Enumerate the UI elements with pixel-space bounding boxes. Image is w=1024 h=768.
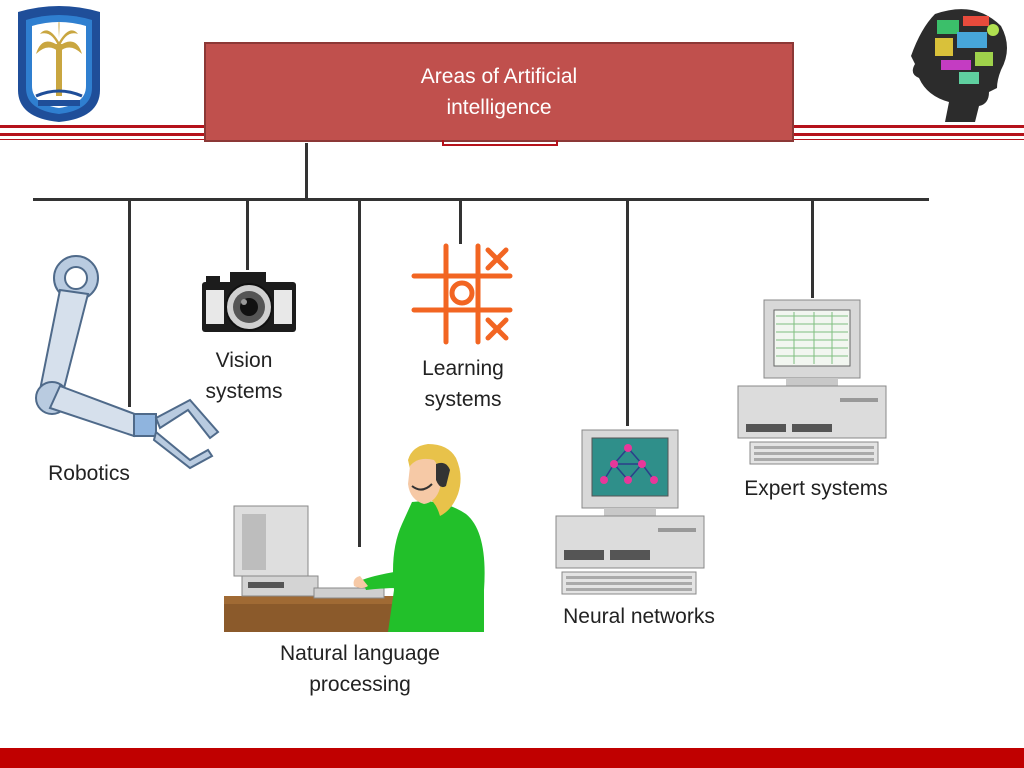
connector-neural — [626, 200, 629, 426]
footer-bar — [0, 748, 1024, 768]
label-expert-systems: Expert systems — [744, 477, 888, 500]
connector-nlp — [358, 200, 361, 547]
connector-bus — [33, 198, 929, 201]
ai-head-logo — [911, 9, 1007, 123]
connector-robotics — [128, 200, 131, 407]
robot-arm-icon — [35, 255, 220, 470]
label-robotics: Robotics — [48, 462, 130, 485]
expert-computer-icon — [737, 299, 887, 465]
label-vision-systems: Vision systems — [205, 349, 283, 403]
university-logo — [18, 6, 100, 122]
title-box: Areas of Artificial intelligence — [204, 42, 794, 142]
connector-expert — [811, 200, 814, 298]
connector-trunk — [305, 143, 308, 200]
label-neural-networks: Neural networks — [563, 605, 715, 628]
title-bracket — [442, 140, 558, 146]
camera-icon — [202, 272, 296, 332]
connector-vision — [246, 200, 249, 270]
neural-computer-icon — [555, 429, 705, 595]
tic-tac-toe-icon — [411, 243, 513, 345]
nlp-operator-icon — [224, 444, 485, 632]
label-learning-systems: Learning systems — [422, 357, 504, 411]
connector-learning — [459, 200, 462, 244]
label-natural-language-processing: Natural language processing — [280, 642, 440, 696]
slide-title: Areas of Artificial intelligence — [420, 65, 578, 119]
